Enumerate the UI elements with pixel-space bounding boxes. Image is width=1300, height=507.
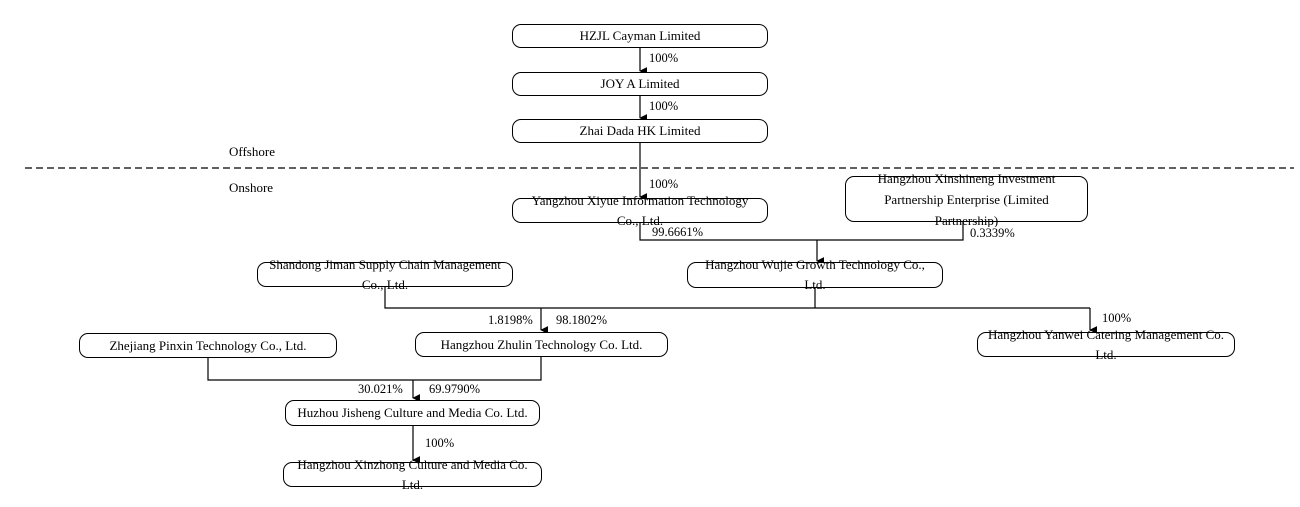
node-zhejiang-pinxin: Zhejiang Pinxin Technology Co., Ltd.	[79, 333, 337, 358]
node-hangzhou-zhulin: Hangzhou Zhulin Technology Co. Ltd.	[415, 332, 668, 357]
edge-merge-into-jisheng	[207, 357, 542, 381]
node-hangzhou-xinzhong: Hangzhou Xinzhong Culture and Media Co. …	[283, 457, 542, 492]
node-hangzhou-xinshineng: Hangzhou Xinshineng Investment Partnersh…	[845, 171, 1088, 228]
node-zhai-dada-hk-limited: Zhai Dada HK Limited	[512, 119, 768, 143]
ownership-wujie-zhulin: 98.1802%	[555, 313, 609, 327]
node-hangzhou-wujie: Hangzhou Wujie Growth Technology Co., Lt…	[687, 257, 943, 292]
edge-bus-zhulin-yanwei	[384, 287, 1090, 309]
edge-merge-into-wujie	[639, 222, 964, 241]
ownership-jiman-zhulin: 1.8198%	[487, 313, 534, 327]
ownership-joya-zhaidada: 100%	[648, 99, 680, 113]
ownership-pinxin-jisheng: 30.021%	[357, 382, 404, 396]
node-hzjl-cayman-limited: HZJL Cayman Limited	[512, 24, 768, 48]
node-yangzhou-xiyue: Yangzhou Xiyue Information Technology Co…	[512, 193, 768, 228]
offshore-label: Offshore	[229, 144, 275, 159]
node-joy-a-limited: JOY A Limited	[512, 72, 768, 96]
ownership-xinshineng-wujie: 0.3339%	[969, 226, 1016, 240]
node-hangzhou-yanwei: Hangzhou Yanwei Catering Management Co. …	[977, 327, 1235, 362]
ownership-zhaidada-xiyue: 100%	[648, 177, 680, 191]
ownership-xiyue-wujie: 99.6661%	[651, 225, 705, 239]
ownership-wujie-yanwei: 100%	[1101, 311, 1133, 325]
onshore-label: Onshore	[229, 180, 274, 195]
ownership-jisheng-xinzhong: 100%	[424, 436, 456, 450]
ownership-zhulin-jisheng: 69.9790%	[428, 382, 482, 396]
ownership-hzjl-joya: 100%	[648, 51, 680, 65]
node-shandong-jiman: Shandong Jiman Supply Chain Management C…	[257, 257, 513, 292]
node-huzhou-jisheng: Huzhou Jisheng Culture and Media Co. Ltd…	[285, 400, 540, 426]
